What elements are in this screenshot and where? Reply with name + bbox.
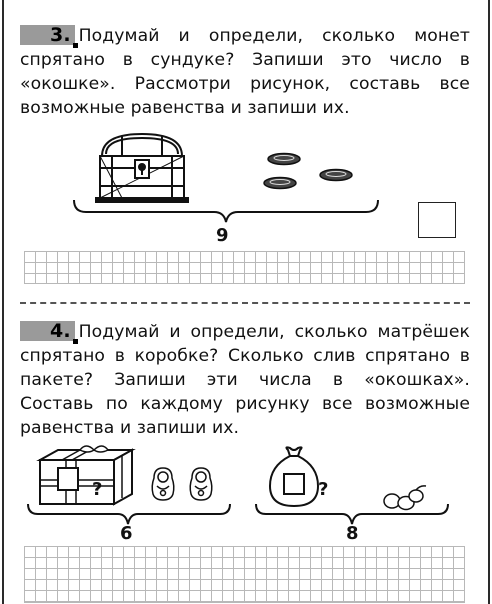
writing-grid-task-4[interactable] xyxy=(24,546,465,603)
task-3-text: 3.Подумай и определи, сколько монет спря… xyxy=(20,24,470,120)
task-4-instructions: Подумай и определи, сколько матрё­шек сп… xyxy=(20,322,470,438)
task-3: 3.Подумай и определи, сколько монет спря… xyxy=(20,24,470,120)
coin-icon xyxy=(267,152,301,166)
page-border-right xyxy=(488,0,490,604)
treasure-chest-icon xyxy=(95,132,189,203)
coin-icon xyxy=(319,168,353,182)
section-divider xyxy=(20,302,470,304)
task-4-left-total: 6 xyxy=(120,523,133,544)
bag-icon xyxy=(268,446,320,508)
gift-box-icon xyxy=(36,445,136,506)
plums-icon xyxy=(383,485,427,511)
task-3-instructions: Подумай и определи, сколько монет спрята… xyxy=(20,26,470,118)
task-4-text: 4.Подумай и определи, сколько матрё­шек … xyxy=(20,320,470,440)
brace-total xyxy=(73,199,379,223)
box-question-mark: ? xyxy=(92,479,103,500)
writing-grid-task-3[interactable] xyxy=(24,251,465,284)
bag-question-mark: ? xyxy=(318,479,329,500)
coin-icon xyxy=(263,176,297,190)
brace-right-total xyxy=(255,503,449,525)
answer-box[interactable] xyxy=(418,202,456,238)
brace-left-total xyxy=(27,503,231,525)
task-3-total: 9 xyxy=(216,225,229,246)
page-border-left xyxy=(2,0,4,604)
matryoshka-icon xyxy=(151,467,175,501)
task-4-number: 4. xyxy=(20,321,78,344)
task-4-right-total: 8 xyxy=(346,523,359,544)
matryoshka-icon xyxy=(189,467,213,501)
task-4: 4.Подумай и определи, сколько матрё­шек … xyxy=(20,320,470,440)
task-3-number: 3. xyxy=(20,25,78,48)
